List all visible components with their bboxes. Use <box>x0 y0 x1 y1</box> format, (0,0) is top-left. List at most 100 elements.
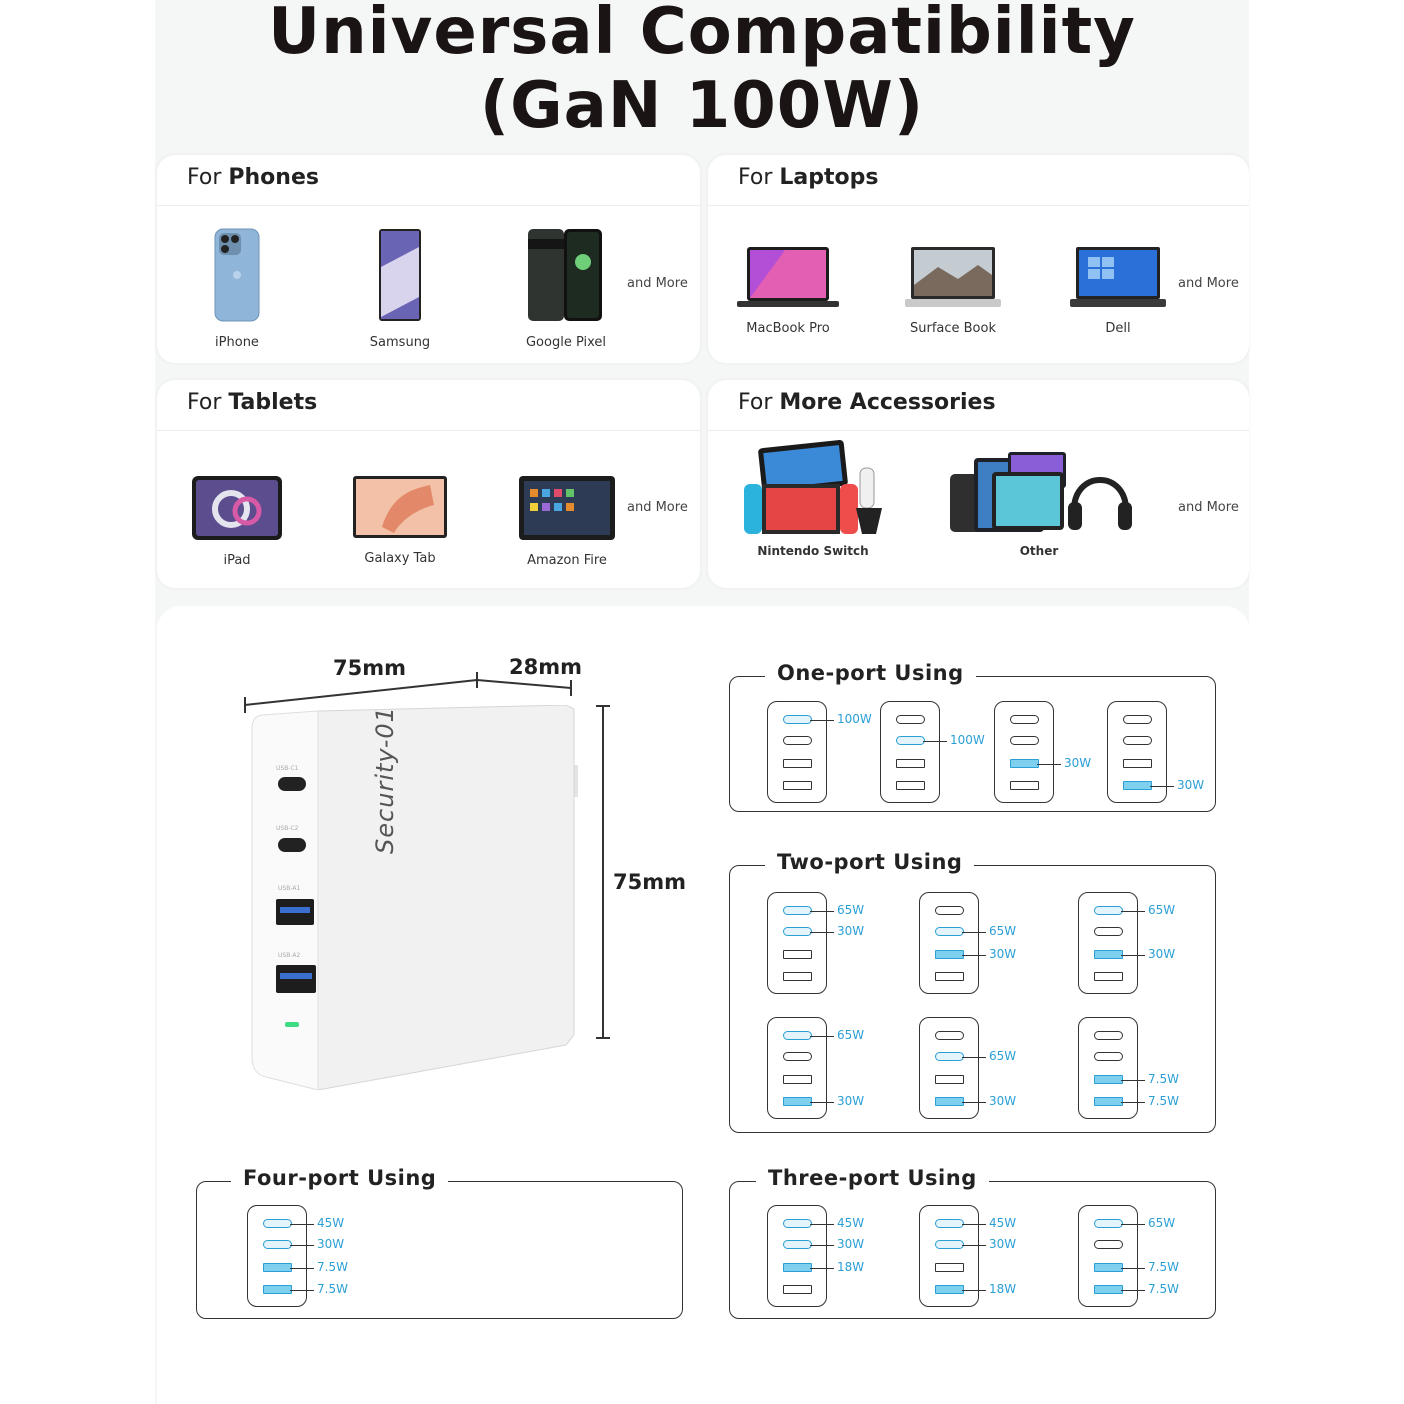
power-leader-line <box>962 1290 986 1291</box>
phones-card-heading: For Phones <box>187 165 319 190</box>
usb-c-port-icon <box>263 1240 292 1249</box>
power-leader-line <box>1037 764 1061 765</box>
height-dimension: 75mm <box>613 870 686 894</box>
and-more-text: and More <box>1178 276 1239 291</box>
power-output-label: 30W <box>989 1237 1017 1251</box>
depth-dimension: 28mm <box>509 655 582 679</box>
power-output-label: 30W <box>989 1094 1017 1108</box>
usb-a-port-icon <box>783 1097 812 1106</box>
usb-a-port-icon <box>783 1075 812 1084</box>
power-output-label: 30W <box>317 1237 345 1251</box>
device-dell: Dell <box>1063 245 1173 336</box>
usb-a-port-icon <box>783 759 812 768</box>
nintendo-switch-image <box>744 440 882 534</box>
dell-laptop-image <box>1070 247 1166 307</box>
power-leader-line <box>962 1102 986 1103</box>
device-label: Amazon Fire <box>527 553 607 568</box>
usb-a-port-icon <box>935 1285 964 1294</box>
divider <box>157 205 700 206</box>
device-ipad: iPad <box>187 475 287 568</box>
usb-a-port-icon <box>896 759 925 768</box>
power-leader-line <box>1121 955 1145 956</box>
accessories-card-heading: For More Accessories <box>738 390 996 415</box>
device-label: iPad <box>223 553 251 568</box>
power-output-label: 30W <box>1148 947 1176 961</box>
usb-a-port-icon <box>1094 950 1123 959</box>
usb-a-port-icon <box>935 1263 964 1272</box>
phones-card: For Phones iPhone Samsung Google Pixel a… <box>157 155 700 363</box>
usb-a-port-icon <box>783 781 812 790</box>
power-output-label: 45W <box>317 1216 345 1230</box>
laptops-card: For Laptops MacBook Pro Surface Book Del… <box>708 155 1249 363</box>
usb-a-port-icon <box>935 972 964 981</box>
power-output-label: 7.5W <box>317 1282 348 1296</box>
usb-a-port-icon <box>935 1075 964 1084</box>
power-leader-line <box>1121 1080 1145 1081</box>
charger-diagram <box>767 701 827 803</box>
usb-a-port-icon <box>783 1285 812 1294</box>
usb-c-port-icon <box>1094 1031 1123 1040</box>
power-output-label: 65W <box>989 924 1017 938</box>
port-label-c1: USB-C1 <box>276 765 299 772</box>
power-output-label: 30W <box>1177 778 1205 792</box>
power-leader-line <box>962 1224 986 1225</box>
usb-c-port-icon <box>263 1219 292 1228</box>
tablets-card-heading: For Tablets <box>187 390 318 415</box>
laptops-card-heading: For Laptops <box>738 165 879 190</box>
one-port-title: One-port Using <box>765 661 976 685</box>
usb-c-port-icon <box>783 1240 812 1249</box>
power-output-label: 7.5W <box>1148 1094 1179 1108</box>
device-label: Surface Book <box>909 321 996 336</box>
device-label: Dell <box>1105 321 1131 336</box>
power-leader-line <box>962 1245 986 1246</box>
usb-c-port-icon <box>935 1031 964 1040</box>
device-galaxy-tab: Galaxy Tab <box>350 475 450 566</box>
device-macbook-pro: MacBook Pro <box>733 245 843 336</box>
usb-a-port-icon <box>783 950 812 959</box>
charger-diagram <box>767 1017 827 1119</box>
power-output-label: 7.5W <box>1148 1282 1179 1296</box>
power-output-label: 45W <box>837 1216 865 1230</box>
divider <box>708 430 1249 431</box>
usb-c-port-icon <box>935 1052 964 1061</box>
usb-c-port-icon <box>783 906 812 915</box>
power-output-label: 65W <box>837 903 865 917</box>
power-output-label: 7.5W <box>1148 1072 1179 1086</box>
power-output-label: 18W <box>989 1282 1017 1296</box>
power-leader-line <box>1121 1290 1145 1291</box>
power-output-label: 30W <box>989 947 1017 961</box>
usb-c-port-icon <box>935 1240 964 1249</box>
device-nintendo-switch: Nintendo Switch <box>738 438 888 558</box>
power-leader-line <box>290 1290 314 1291</box>
charger-diagram <box>880 701 940 803</box>
usb-c-port-icon <box>1123 715 1152 724</box>
usb-c-port-icon <box>783 736 812 745</box>
device-iphone: iPhone <box>197 227 277 350</box>
usb-a-port-icon <box>783 1263 812 1272</box>
usb-a-port-icon <box>896 781 925 790</box>
power-output-label: 65W <box>1148 903 1176 917</box>
usb-c-port-icon <box>1094 927 1123 936</box>
power-leader-line <box>962 932 986 933</box>
surface-book-image <box>905 247 1001 307</box>
power-output-label: 65W <box>1148 1216 1176 1230</box>
usb-c-port-icon <box>1094 1219 1123 1228</box>
power-output-label: 30W <box>837 924 865 938</box>
usb-a-port-icon <box>1094 972 1123 981</box>
device-label: iPhone <box>215 335 259 350</box>
pixel-phone-image <box>528 229 602 321</box>
usb-a-port-icon <box>783 972 812 981</box>
power-leader-line <box>810 1102 834 1103</box>
charger-diagram <box>1078 892 1138 994</box>
usb-a-port-icon <box>1123 759 1152 768</box>
port-label-c2: USB-C2 <box>276 825 299 832</box>
three-port-title: Three-port Using <box>756 1166 989 1190</box>
usb-a-port-icon <box>1094 1263 1123 1272</box>
macbook-image <box>737 247 839 307</box>
usb-c-port-icon <box>1094 1052 1123 1061</box>
usb-c-port-icon <box>1094 1240 1123 1249</box>
power-leader-line <box>290 1224 314 1225</box>
